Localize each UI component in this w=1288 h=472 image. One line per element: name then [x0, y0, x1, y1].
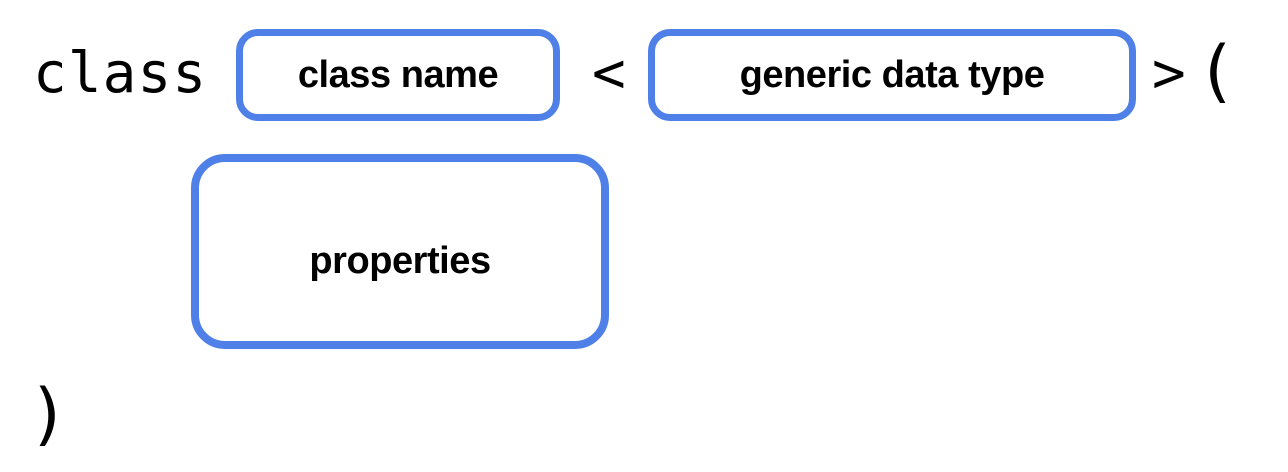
keyword-class-token: class [33, 41, 208, 106]
slot-generic-data-type[interactable]: generic data type [648, 29, 1136, 121]
slot-generic-data-type-label: generic data type [739, 54, 1045, 96]
slot-properties[interactable]: properties [191, 154, 609, 349]
angle-bracket-open-token: < [592, 41, 627, 106]
paren-open-token: ( [1196, 32, 1239, 111]
angle-bracket-close-token: > [1152, 41, 1187, 106]
slot-class-name[interactable]: class name [236, 29, 560, 121]
paren-close-token: ) [28, 375, 71, 454]
slot-properties-label: properties [309, 240, 491, 282]
slot-class-name-label: class name [297, 54, 499, 96]
